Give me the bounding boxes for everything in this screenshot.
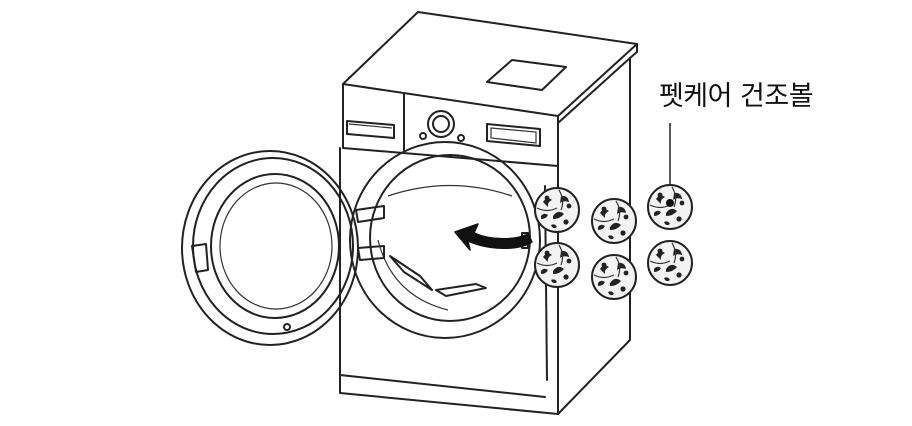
dryer-ball-icon (591, 254, 637, 300)
dryer-balls (534, 184, 693, 300)
dryer-ball-icon (647, 240, 693, 286)
dryer-ball-icon (591, 198, 637, 244)
dryer-ball-callout-label: 펫케어 건조볼 (658, 81, 814, 112)
dryer-ball-icon (534, 242, 580, 288)
dryer-cabinet (339, 11, 638, 415)
insertion-arrow-icon (454, 223, 533, 251)
dryer-ball-icon (647, 184, 693, 230)
open-door-icon (181, 150, 385, 346)
dryer-ball-icon (534, 187, 580, 233)
